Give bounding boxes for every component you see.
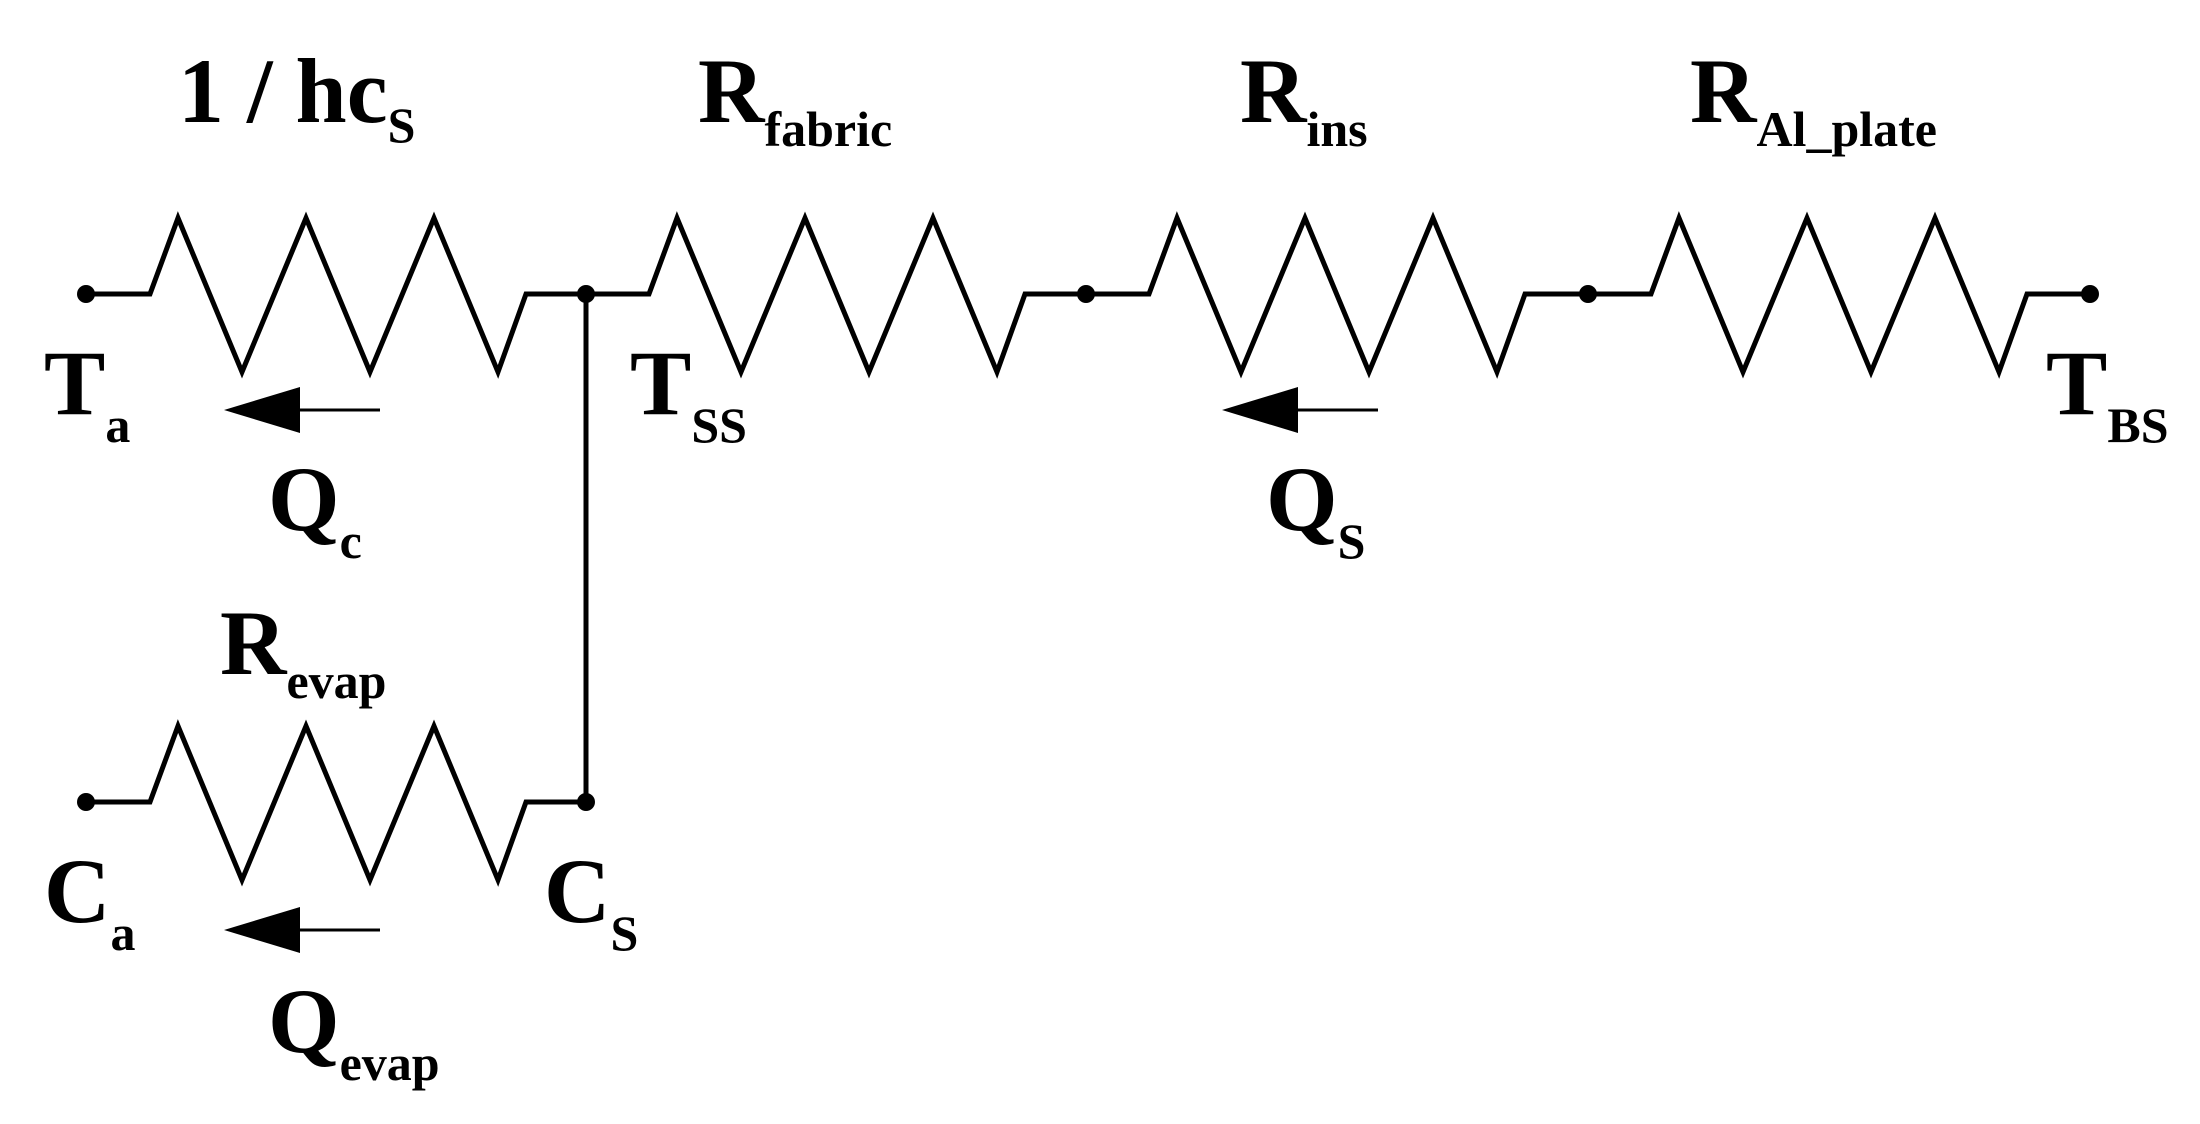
resistor-fabric-wire: [586, 211, 1086, 379]
resistor-ins-wire: [1086, 211, 1588, 379]
label-r-evap: Revap: [220, 592, 386, 709]
node-mid-2: [1579, 285, 1597, 303]
label-t-a: Ta: [44, 332, 130, 453]
node-cs: [577, 793, 595, 811]
resistor-evap-wire: [86, 719, 586, 887]
node-ta: [77, 285, 95, 303]
label-r-fabric: Rfabric: [698, 40, 892, 157]
arrow-qc: [224, 387, 380, 433]
label-r-ins: Rins: [1240, 40, 1368, 157]
node-mid-1: [1077, 285, 1095, 303]
label-q-evap: Qevap: [268, 970, 440, 1091]
arrow-qs: [1222, 387, 1378, 433]
label-q-s: QS: [1266, 448, 1365, 569]
resistor-al-plate-wire: [1588, 211, 2090, 379]
node-tbs: [2081, 285, 2099, 303]
resistor-hc-wire: [86, 211, 586, 379]
node-ca: [77, 793, 95, 811]
label-c-s: CS: [544, 840, 638, 961]
label-hc: 1 / hcS: [178, 40, 415, 153]
label-t-bs: TBS: [2046, 332, 2169, 453]
node-tss: [577, 285, 595, 303]
label-q-c: Qc: [268, 448, 362, 569]
label-t-ss: TSS: [630, 332, 747, 453]
arrow-qevap: [224, 907, 380, 953]
label-r-al-plate: RAl_plate: [1690, 40, 1937, 157]
label-c-a: Ca: [44, 840, 135, 961]
